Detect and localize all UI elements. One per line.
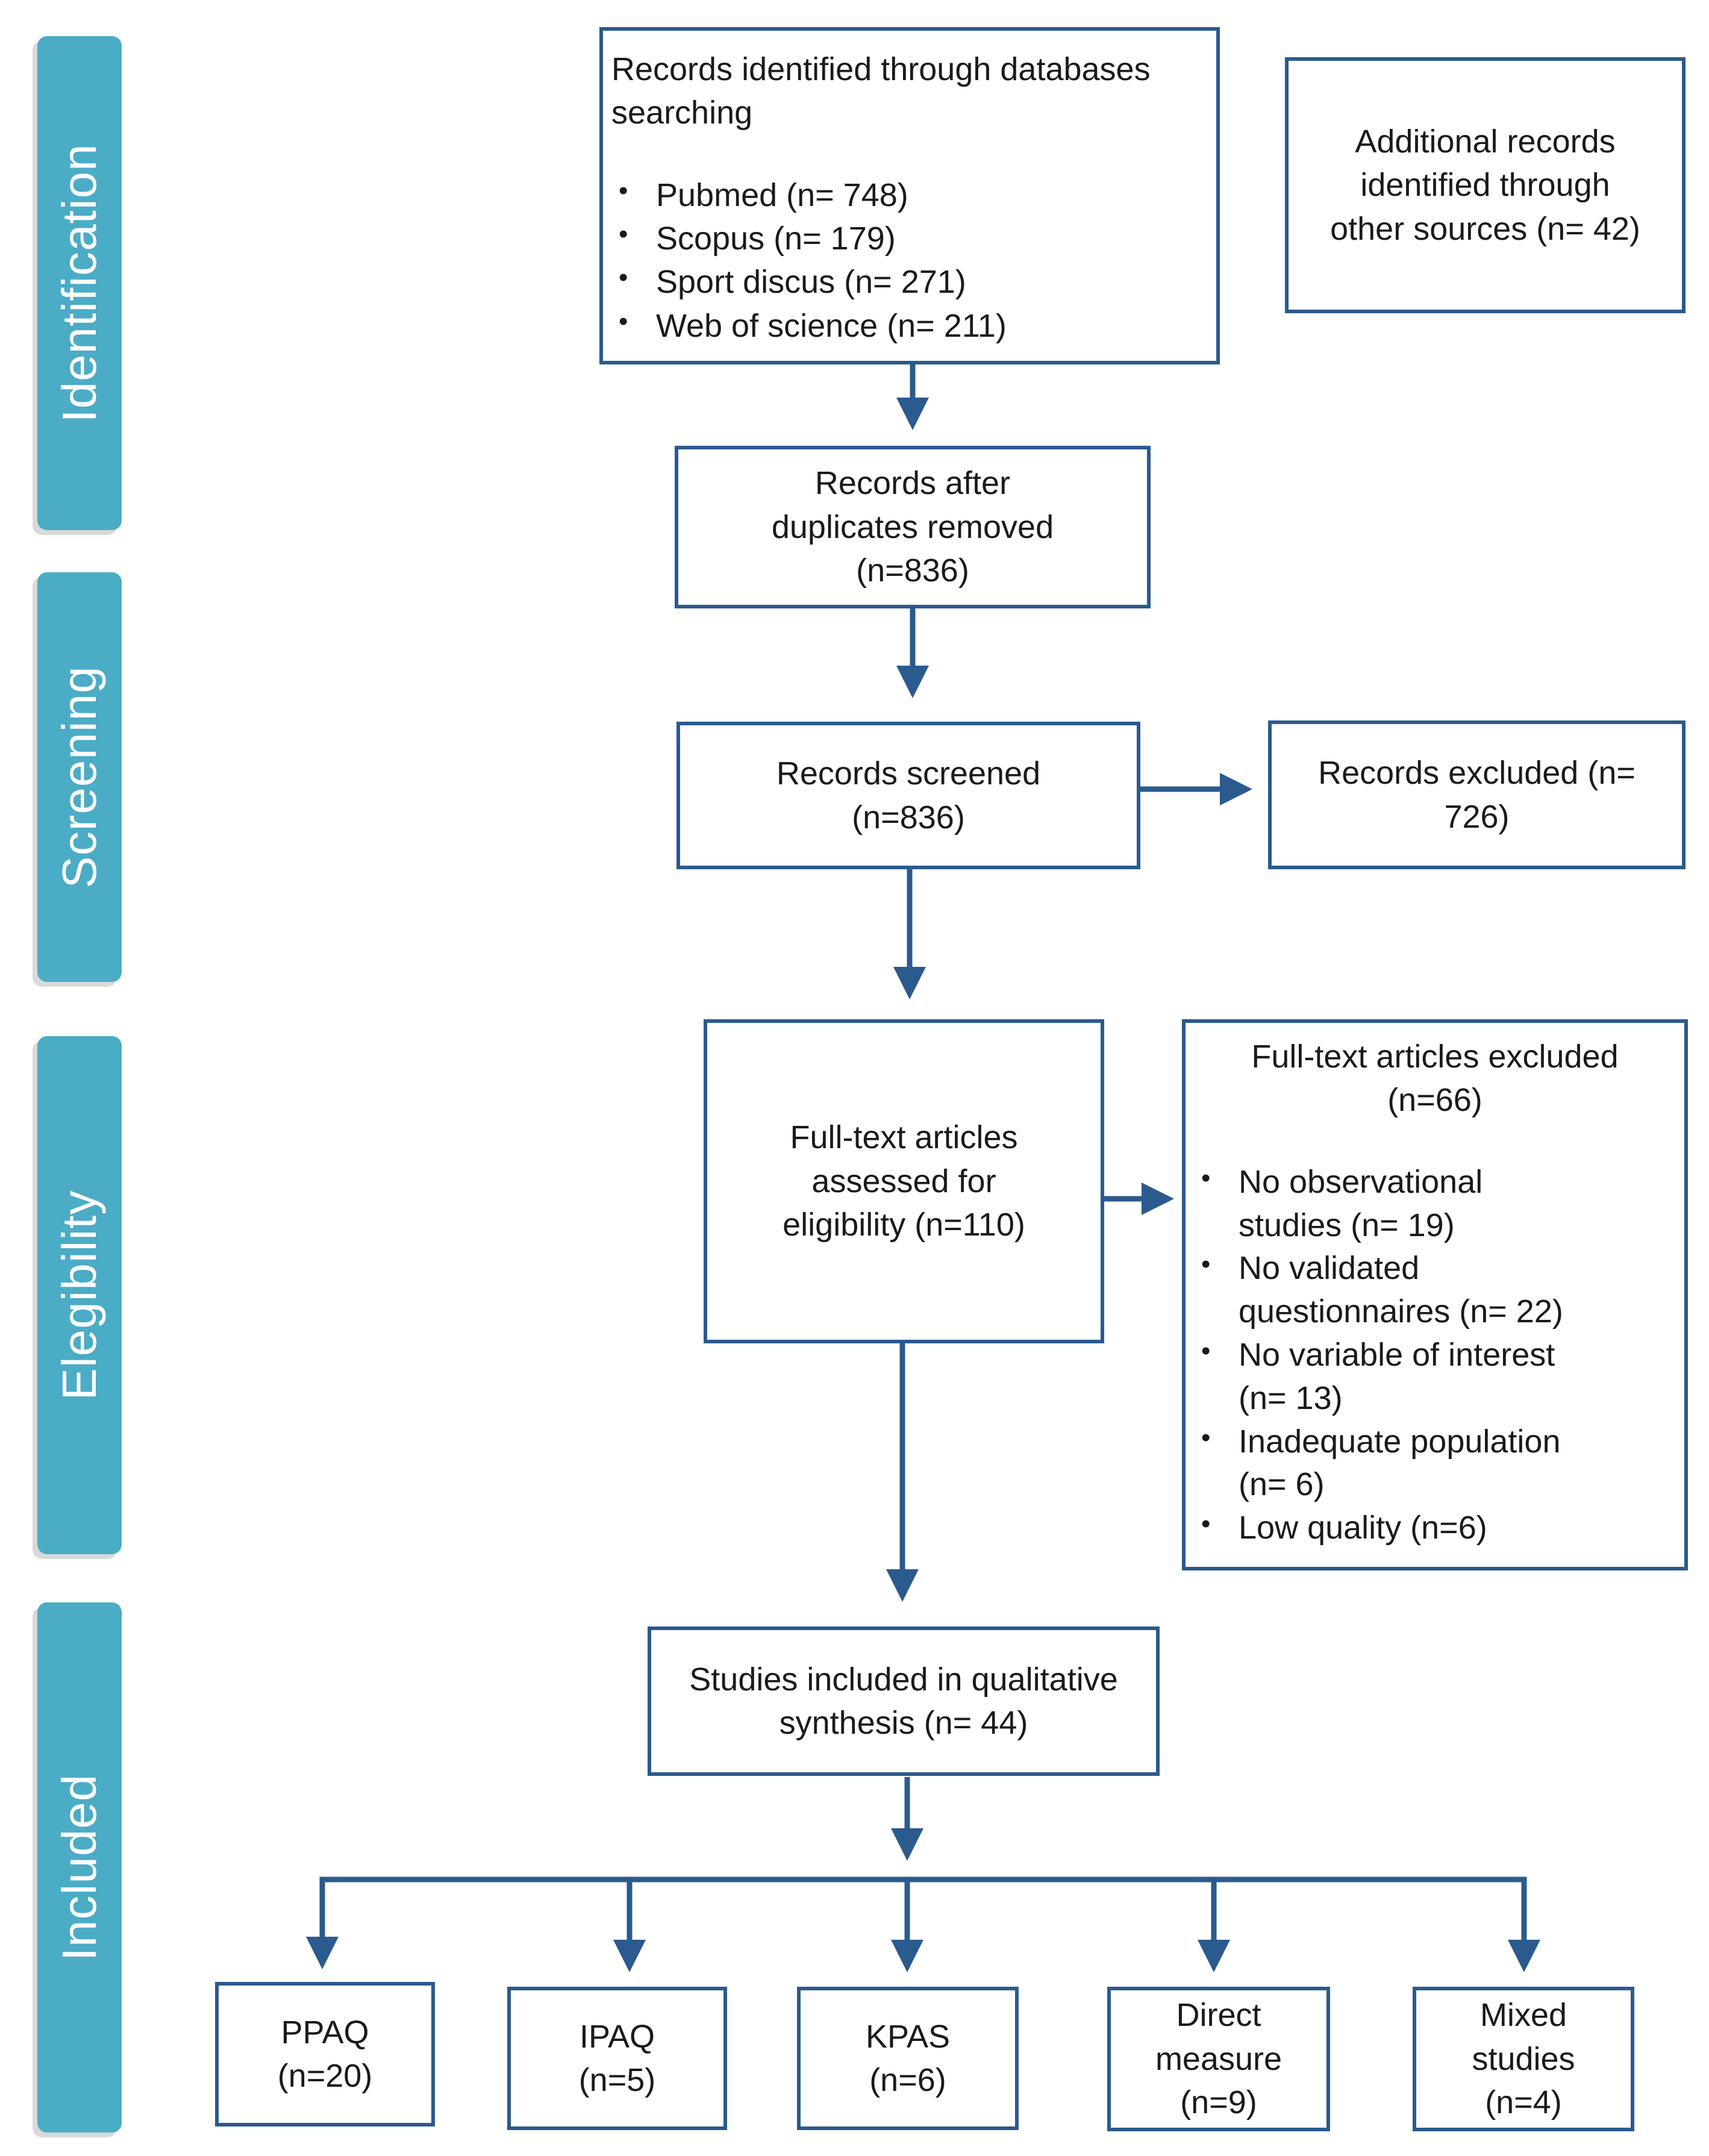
outcome-mixed-studies-box: Mixed studies (n=4) — [1413, 1987, 1634, 2131]
box-line: identified through — [1360, 167, 1610, 204]
reason-line: No validated — [1239, 1250, 1420, 1287]
box-line: (n=836) — [852, 799, 965, 836]
fulltext-excluded-box: Full-text articles excluded (n=66) No ob… — [1182, 1019, 1688, 1570]
box-line: Studies included in qualitative — [689, 1661, 1118, 1698]
reason-line: (n= 6) — [1239, 1466, 1325, 1503]
database-item: Pubmed (n= 748) — [611, 173, 1208, 217]
box-line: (n=6) — [869, 2062, 946, 2098]
records-excluded-box: Records excluded (n= 726) — [1268, 720, 1686, 869]
reason-line: No variable of interest — [1239, 1336, 1555, 1373]
excluded-count: (n=66) — [1387, 1082, 1482, 1119]
box-line: KPAS — [865, 2018, 951, 2055]
box-line: (n=4) — [1485, 2084, 1562, 2121]
fulltext-assessed-box: Full-text articles assessed for eligibil… — [704, 1019, 1104, 1343]
outcome-ipaq-box: IPAQ (n=5) — [507, 1987, 727, 2130]
box-line: (n=20) — [277, 2058, 373, 2094]
box-line: (n=9) — [1180, 2084, 1257, 2121]
reason-line: questionnaires (n= 22) — [1239, 1293, 1563, 1330]
database-item: Sport discus (n= 271) — [611, 260, 1208, 304]
exclusion-reason: No validated questionnaires (n= 22) — [1194, 1247, 1676, 1334]
box-line: other sources (n= 42) — [1330, 210, 1640, 247]
box-line: Mixed — [1479, 1997, 1567, 2034]
exclusion-reason: Inadequate population (n= 6) — [1194, 1420, 1676, 1507]
identified-title: Records identified through databases — [611, 51, 1151, 87]
box-line: Additional records — [1355, 123, 1616, 160]
box-line: Direct — [1176, 1997, 1261, 2034]
outcome-kpas-box: KPAS (n=6) — [797, 1987, 1019, 2130]
box-line: Full-text articles — [790, 1119, 1018, 1156]
box-line: synthesis (n= 44) — [779, 1705, 1028, 1741]
studies-included-box: Studies included in qualitative synthesi… — [648, 1626, 1160, 1776]
outcome-direct-measure-box: Direct measure (n=9) — [1107, 1987, 1330, 2131]
outcome-ppaq-box: PPAQ (n=20) — [215, 1982, 435, 2126]
box-line: PPAQ — [281, 2014, 369, 2051]
box-line: eligibility (n=110) — [783, 1207, 1025, 1243]
box-line: duplicates removed — [771, 508, 1054, 545]
phase-identification: Identification — [37, 36, 122, 530]
identified-title-cont: searching — [611, 95, 753, 131]
box-line: measure — [1155, 2040, 1283, 2077]
box-line: 726) — [1444, 798, 1510, 835]
database-list: Pubmed (n= 748) Scopus (n= 179) Sport di… — [611, 173, 1208, 348]
box-line: Records excluded (n= — [1318, 755, 1636, 792]
reason-line: studies (n= 19) — [1239, 1207, 1455, 1243]
phase-screening: Screening — [37, 572, 122, 982]
exclusion-reason: No observational studies (n= 19) — [1194, 1161, 1676, 1248]
box-line: (n=5) — [578, 2062, 656, 2098]
exclusion-reason: Low quality (n=6) — [1194, 1507, 1676, 1550]
box-line: IPAQ — [579, 2018, 655, 2055]
additional-records-box: Additional records identified through ot… — [1285, 57, 1686, 313]
exclusion-reasons: No observational studies (n= 19) No vali… — [1194, 1161, 1676, 1550]
box-line: (n=836) — [856, 552, 969, 589]
exclusion-reason: No variable of interest (n= 13) — [1194, 1334, 1676, 1420]
database-item: Web of science (n= 211) — [611, 304, 1208, 348]
phase-included: Included — [37, 1602, 122, 2133]
box-line: assessed for — [811, 1163, 996, 1199]
database-item: Scopus (n= 179) — [611, 217, 1208, 260]
phase-elegibility: Elegibility — [37, 1036, 122, 1554]
excluded-title: Full-text articles excluded — [1251, 1039, 1619, 1075]
reason-line: Inadequate population — [1239, 1423, 1561, 1460]
reason-line: (n= 13) — [1239, 1380, 1343, 1416]
box-line: Records screened — [776, 755, 1041, 792]
box-line: Records after — [814, 465, 1011, 502]
branch-line — [319, 1876, 1527, 1946]
records-screened-box: Records screened (n=836) — [676, 722, 1140, 869]
reason-line: Low quality (n=6) — [1239, 1510, 1487, 1546]
records-identified-box: Records identified through databases sea… — [599, 27, 1220, 364]
box-line: studies — [1472, 2040, 1575, 2077]
duplicates-removed-box: Records after duplicates removed (n=836) — [675, 446, 1151, 608]
reason-line: No observational — [1239, 1163, 1483, 1200]
